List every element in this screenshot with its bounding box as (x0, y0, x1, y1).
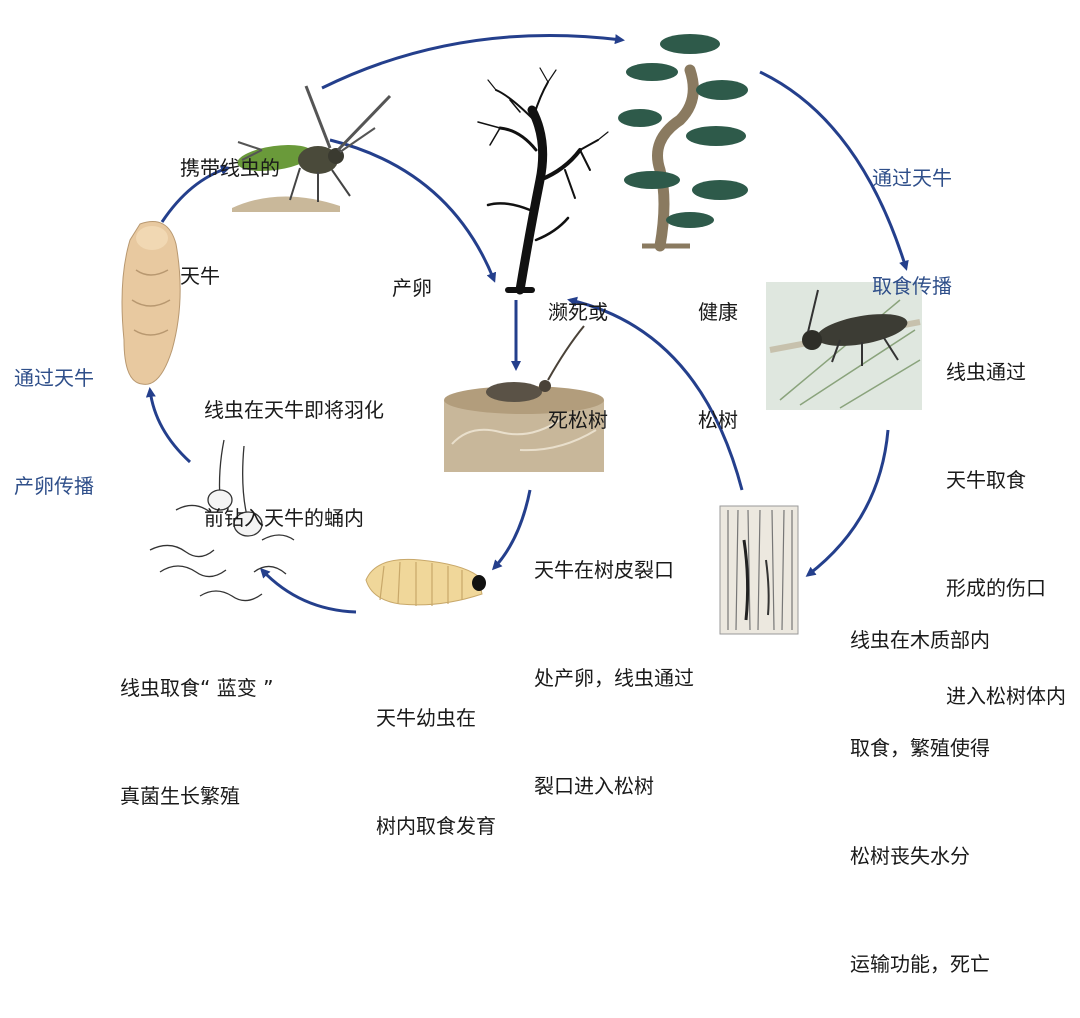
arrow-log-to-larva (491, 489, 532, 571)
label-feeding-spread: 通过天牛 取食传播 (872, 166, 952, 298)
label-beetle-carrier: 携带线虫的 天牛 (180, 156, 280, 288)
label-wound-entry: 线虫通过 天牛取食 形成的伤口 进入松树体内 (946, 360, 1066, 708)
label-egg-laying: 产卵 (392, 276, 432, 300)
arrow-beetle-to-healthy (321, 33, 625, 90)
label-bark-crack: 天牛在树皮裂口 处产卵，线虫通过 裂口进入松树 (534, 558, 694, 798)
larva-icon (365, 558, 486, 606)
xylem-wood-icon (719, 505, 799, 635)
feeding-beetle-icon (766, 282, 922, 410)
arrows (145, 33, 909, 614)
label-dying-tree: 濒死或 死松树 (548, 300, 608, 432)
label-healthy-tree: 健康 松树 (698, 300, 738, 432)
cycle-diagram (121, 33, 922, 635)
arrow-wound-to-xylem (805, 429, 890, 577)
arrow-larva-to-fungus (259, 567, 357, 614)
arrow-fungus-to-pupa (145, 387, 192, 464)
nematode-fungus-icon (149, 439, 295, 602)
beetle-on-log-icon (444, 325, 604, 472)
pupa-icon (121, 221, 181, 385)
label-fungus: 线虫取食“ 蓝变 ” 真菌生长繁殖 (120, 676, 274, 808)
adult-beetle-icon (232, 85, 392, 212)
arrow-xylem-to-dead (567, 296, 744, 491)
healthy-pine-icon (618, 34, 748, 252)
dead-pine-icon (477, 67, 609, 295)
label-pupa-entry: 线虫在天牛即将羽化 前钻入天牛的蛹内 (204, 398, 384, 530)
label-larva-develop: 天牛幼虫在 树内取食发育 (376, 706, 496, 838)
arrow-beetle-to-dead (329, 138, 497, 283)
label-xylem-feeding: 线虫在木质部内 取食，繁殖使得 松树丧失水分 运输功能，死亡 (850, 628, 990, 976)
label-oviposition-spread: 通过天牛 产卵传播 (14, 366, 94, 498)
arrow-pupa-to-beetle (160, 165, 231, 223)
arrow-healthy-to-wound (759, 70, 909, 271)
